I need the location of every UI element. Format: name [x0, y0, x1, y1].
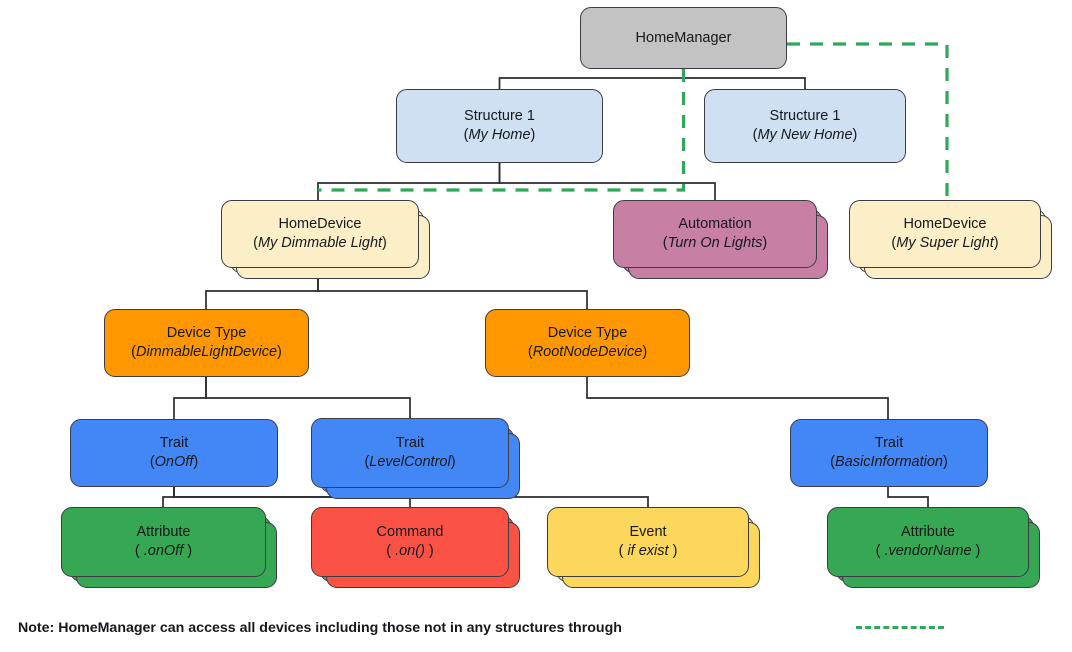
node-instance-label: (My Dimmable Light) — [253, 235, 387, 251]
node-instance-label: (RootNodeDevice) — [527, 344, 648, 360]
connector-device-type-1-to-trait-levelcontrol — [205, 377, 411, 419]
node-automation-1[interactable]: Automation (Turn On Lights) — [613, 200, 817, 268]
node-type-label: Structure 1 — [464, 108, 535, 125]
node-body: Attribute ( .vendorName ) — [827, 507, 1029, 577]
node-trait-levelcontrol[interactable]: Trait (LevelControl) — [311, 418, 509, 488]
connector-home-manager-to-structure-1 — [498, 69, 685, 89]
node-trait-basicinfo[interactable]: Trait (BasicInformation) — [790, 419, 988, 487]
node-body: Structure 1 (My Home) — [464, 107, 536, 145]
node-body: Device Type (RootNodeDevice) — [528, 324, 647, 362]
node-home-device-2[interactable]: HomeDevice (My Super Light) — [849, 200, 1041, 268]
connector-home-manager-to-structure-2 — [682, 69, 806, 89]
node-type-label: HomeDevice — [903, 216, 987, 233]
node-body: Device Type (DimmableLightDevice) — [131, 324, 282, 362]
node-structure-2[interactable]: Structure 1 (My New Home) — [704, 89, 906, 163]
node-type-label: Device Type — [166, 325, 247, 342]
node-instance-label: (DimmableLightDevice) — [131, 344, 282, 360]
node-home-manager[interactable]: HomeManager — [580, 7, 787, 69]
node-type-label: Trait — [395, 435, 425, 452]
node-instance-label: (LevelControl) — [364, 454, 456, 470]
node-body: Event ( if exist ) — [547, 507, 749, 577]
connector-trait-onoff-to-attribute-onoff — [162, 487, 175, 508]
node-body: Trait (LevelControl) — [311, 418, 509, 488]
node-type-label: Trait — [159, 435, 189, 452]
node-body: Trait (BasicInformation) — [830, 434, 948, 472]
node-home-device-1[interactable]: HomeDevice (My Dimmable Light) — [221, 200, 419, 268]
node-body: Trait (OnOff) — [150, 434, 198, 472]
node-command-on[interactable]: Command ( .on() ) — [311, 507, 509, 577]
connector-structure-1-to-automation-1 — [498, 163, 716, 201]
node-body: Structure 1 (My New Home) — [753, 107, 858, 145]
node-type-label: Attribute — [901, 524, 955, 541]
node-body: HomeManager — [636, 29, 732, 48]
node-attribute-vendor[interactable]: Attribute ( .vendorName ) — [827, 507, 1029, 577]
node-type-label: Command — [376, 524, 444, 541]
connector-device-type-1-to-trait-onoff — [173, 377, 207, 419]
node-type-label: Automation — [678, 216, 752, 233]
connector-device-type-2-to-trait-basicinfo — [586, 377, 889, 419]
connector-trait-basicinfo-to-attribute-vendor — [887, 487, 929, 508]
node-instance-label: (OnOff) — [149, 454, 199, 470]
connector-structure-1-to-home-device-1 — [317, 163, 501, 201]
node-type-label: HomeManager — [635, 29, 732, 46]
footer-note-legend-dashed-line — [856, 626, 944, 629]
node-body: Attribute ( .onOff ) — [61, 507, 266, 577]
node-body: Automation (Turn On Lights) — [613, 200, 817, 268]
node-body: Command ( .on() ) — [311, 507, 509, 577]
node-device-type-2[interactable]: Device Type (RootNodeDevice) — [485, 309, 690, 377]
node-event-ifexist[interactable]: Event ( if exist ) — [547, 507, 749, 577]
node-instance-label: ( if exist ) — [618, 543, 678, 559]
node-type-label: Trait — [874, 435, 904, 452]
node-instance-label: ( .vendorName ) — [875, 543, 981, 559]
node-type-label: Attribute — [136, 524, 191, 541]
node-type-label: Structure 1 — [769, 108, 841, 125]
node-instance-label: (My New Home) — [752, 127, 858, 143]
node-type-label: HomeDevice — [278, 216, 362, 233]
node-instance-label: ( .on() ) — [386, 543, 434, 559]
node-instance-label: (My Super Light) — [891, 235, 999, 251]
node-attribute-onoff[interactable]: Attribute ( .onOff ) — [61, 507, 266, 577]
node-trait-onoff[interactable]: Trait (OnOff) — [70, 419, 278, 487]
node-type-label: Event — [629, 524, 667, 541]
node-body: HomeDevice (My Dimmable Light) — [221, 200, 419, 268]
node-instance-label: (My Home) — [463, 127, 536, 143]
node-type-label: Device Type — [547, 325, 628, 342]
node-body: HomeDevice (My Super Light) — [849, 200, 1041, 268]
node-structure-1[interactable]: Structure 1 (My Home) — [396, 89, 603, 163]
footer-note: Note: HomeManager can access all devices… — [18, 620, 622, 636]
node-instance-label: (Turn On Lights) — [662, 235, 768, 251]
node-device-type-1[interactable]: Device Type (DimmableLightDevice) — [104, 309, 309, 377]
node-instance-label: (BasicInformation) — [830, 454, 948, 470]
node-instance-label: ( .onOff ) — [134, 543, 193, 559]
